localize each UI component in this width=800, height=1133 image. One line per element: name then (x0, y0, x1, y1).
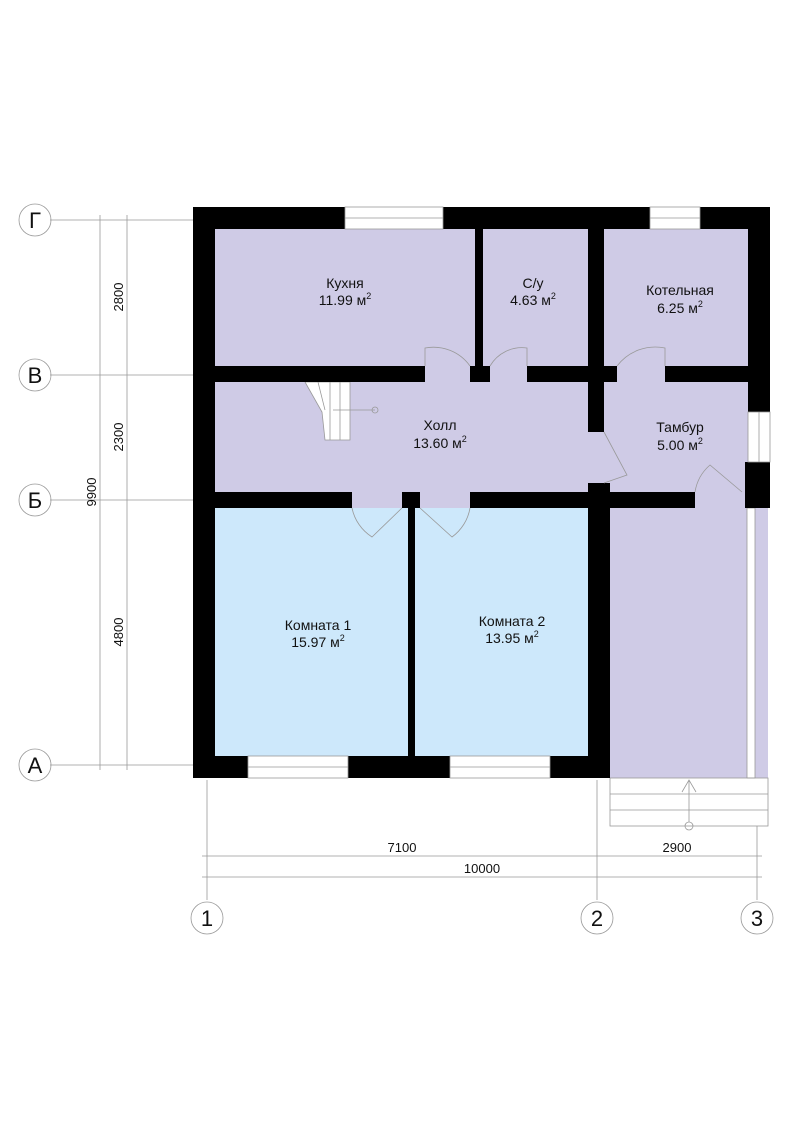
dim-col-1: 7100 (388, 840, 417, 855)
room1-name: Комната 1 (285, 617, 352, 633)
axis-label-G: Г (29, 208, 41, 233)
room2-name: Комната 2 (479, 613, 546, 629)
grid-lines (50, 215, 762, 900)
dim-col-2: 2900 (663, 840, 692, 855)
staircase (304, 381, 379, 441)
axis-label-2: 2 (591, 906, 603, 931)
boiler-name: Котельная (646, 282, 714, 298)
axis-label-A: А (28, 753, 43, 778)
wc-name: С/у (523, 275, 544, 291)
axis-label-3: 3 (751, 906, 763, 931)
column-axis-markers: 1 2 3 (190, 901, 774, 935)
doors (351, 346, 743, 538)
room2-area-label: 13.95 м2 (485, 629, 539, 646)
dim-total-vertical: 9900 (84, 478, 99, 507)
axis-label-V: В (28, 363, 43, 388)
axis-label-B: Б (28, 488, 42, 513)
axis-label-1: 1 (201, 906, 213, 931)
windows (247, 206, 771, 779)
boiler-area (604, 229, 748, 366)
boiler-area-label: 6.25 м2 (657, 299, 703, 316)
room2-area (415, 508, 588, 756)
hall-area (215, 366, 748, 508)
walls (193, 207, 770, 778)
kitchen-area-label: 11.99 м2 (319, 291, 372, 308)
vestibule-name: Тамбур (656, 419, 704, 435)
dim-row-3: 4800 (111, 618, 126, 647)
hall-area-label: 13.60 м2 (413, 434, 467, 451)
kitchen-area (215, 229, 475, 366)
wc-area-label: 4.63 м2 (510, 291, 556, 308)
row-axis-markers: Г В Б А (18, 203, 52, 782)
terrace-area (610, 508, 768, 778)
terrace-window (746, 507, 756, 779)
wc-area (483, 229, 588, 366)
entrance-steps (609, 777, 769, 831)
dim-total-horizontal: 10000 (464, 861, 500, 876)
room1-area-label: 15.97 м2 (291, 633, 345, 650)
dim-row-1: 2800 (111, 283, 126, 312)
hall-name: Холл (424, 417, 457, 433)
dim-row-2: 2300 (111, 423, 126, 452)
vestibule-area-label: 5.00 м2 (657, 436, 703, 453)
room1-area (215, 508, 408, 756)
kitchen-name: Кухня (326, 275, 363, 291)
